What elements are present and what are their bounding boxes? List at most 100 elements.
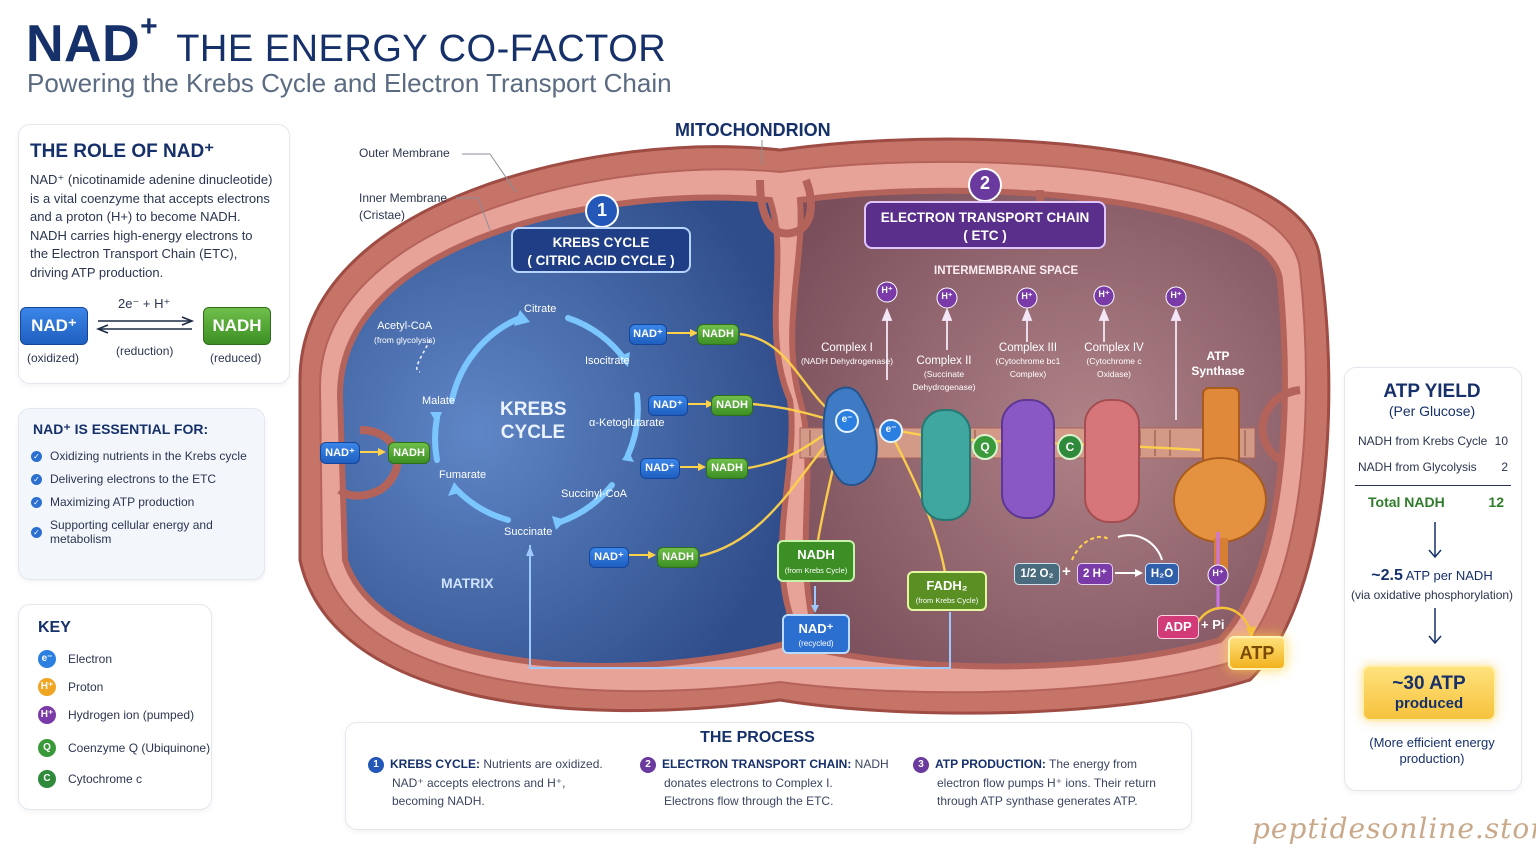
- per-nadh-sub: (via oxidative phosphorylation): [1350, 588, 1514, 602]
- complex-iii-label: Complex III(Cytochrome bc1 Complex): [995, 342, 1061, 379]
- metabolite-malate: Malate: [422, 395, 456, 407]
- check-icon: ✓: [31, 473, 42, 485]
- complex-iii: [1001, 399, 1055, 519]
- fadh2-box: FADH₂(from Krebs Cycle): [907, 571, 987, 611]
- check-icon: ✓: [31, 526, 42, 538]
- cytochrome-c-marker: [1057, 434, 1083, 460]
- page-subtitle: Powering the Krebs Cycle and Electron Tr…: [27, 68, 672, 98]
- protons-badge: 2 H⁺: [1077, 563, 1113, 585]
- intermembrane-label: INTERMEMBRANE SPACE: [934, 265, 1079, 277]
- complex-i-label: Complex I(NADH Dehydrogenase): [800, 342, 894, 366]
- down-arrow-icon: [1428, 608, 1442, 645]
- equilibrium-arrows-icon: [96, 316, 195, 334]
- complex-ii-label: Complex II(Succinate Dehydrogenase): [912, 355, 976, 392]
- essential-item: ✓Supporting cellular energy and metaboli…: [31, 518, 263, 546]
- per-nadh-label: ~2.5 ATP per NADH: [1371, 567, 1493, 584]
- krebs-title-box: KREBS CYCLE( CITRIC ACID CYCLE ): [511, 227, 691, 273]
- electron-icon: e⁻: [885, 424, 897, 435]
- adp-badge: ADP: [1157, 615, 1199, 639]
- phosphate-label: + Pi: [1201, 617, 1225, 632]
- step-2-icon: 2: [640, 757, 656, 773]
- cytochrome-c-icon: C: [38, 770, 56, 788]
- coenzyme-q-marker: [972, 434, 998, 460]
- hydrogen-ion-icon: H⁺: [941, 291, 953, 301]
- essential-panel: [18, 408, 265, 580]
- plus-sign: +: [1062, 563, 1071, 580]
- proton-icon: H⁺: [38, 678, 56, 696]
- nad-badge: NAD⁺: [640, 458, 680, 479]
- reaction-below: (reduction): [116, 344, 174, 358]
- check-icon: ✓: [31, 450, 42, 462]
- nadh-badge: NADH: [706, 458, 748, 479]
- metabolite-fumarate: Fumarate: [439, 469, 487, 481]
- etc-step-number: 2: [979, 173, 990, 193]
- nadh-badge: NADH: [388, 442, 430, 464]
- hydrogen-ion-icon: H⁺: [38, 706, 56, 724]
- oxygen-badge: 1/2 O₂: [1014, 563, 1060, 585]
- reaction-left-caption: (oxidized): [27, 351, 80, 365]
- nad-badge: NAD⁺: [629, 324, 667, 345]
- metabolite-succinyl-coa: Succinyl-CoA: [561, 488, 628, 500]
- key-item-proton: H⁺Proton: [38, 678, 103, 696]
- essential-item: ✓Oxidizing nutrients in the Krebs cycle: [31, 449, 263, 463]
- nad-recycled-box: NAD⁺(recycled): [782, 614, 850, 654]
- reaction-nad-badge: NAD⁺: [20, 307, 88, 345]
- krebs-step-number: 1: [596, 200, 607, 220]
- reaction-nadh-badge: NADH: [203, 307, 271, 345]
- metabolite-alpha-ketoglutarate: α-Ketoglutarate: [589, 417, 665, 429]
- cytochrome-c-icon: C: [1065, 440, 1075, 454]
- yield-divider: [1355, 485, 1511, 486]
- outer-membrane-label: Outer Membrane: [359, 146, 450, 160]
- acetyl-coa-label: Acetyl-CoA(from glycolysis): [374, 320, 436, 345]
- nadh-badge: NADH: [657, 547, 699, 568]
- hydrogen-ion-icon: H⁺: [881, 285, 893, 295]
- process-panel: [345, 722, 1192, 830]
- atp-yield-subtitle: (Per Glucose): [1388, 403, 1476, 419]
- step-3-icon: 3: [913, 757, 929, 773]
- metabolite-citrate: Citrate: [524, 303, 557, 315]
- hydrogen-ion-icon: H⁺: [1098, 289, 1110, 299]
- step-1-icon: 1: [368, 757, 384, 773]
- hydrogen-ion-icon: H⁺: [1212, 568, 1224, 578]
- process-title: THE PROCESS: [700, 729, 815, 746]
- nadh-from-krebs-box: NADH(from Krebs Cycle): [777, 540, 855, 582]
- complex-i: [822, 386, 878, 486]
- check-icon: ✓: [31, 496, 42, 508]
- metabolite-succinate: Succinate: [504, 526, 553, 538]
- page-title: NAD+THE ENERGY CO-FACTOR: [26, 10, 667, 73]
- nadh-badge: NADH: [697, 324, 739, 345]
- complex-iv-label: Complex IV(Cytochrome c Oxidase): [1084, 342, 1144, 379]
- reaction-right-caption: (reduced): [210, 351, 262, 365]
- down-arrow-icon: [1428, 522, 1442, 559]
- hydrogen-ion-icon: H⁺: [1170, 290, 1182, 300]
- essential-item: ✓Maximizing ATP production: [31, 495, 263, 509]
- key-item-hydrogen-ion: H⁺Hydrogen ion (pumped): [38, 706, 194, 724]
- role-description: NAD⁺ (nicotinamide adenine dinucleotide)…: [30, 172, 273, 280]
- atp-badge: ATP: [1228, 636, 1286, 670]
- nad-badge: NAD⁺: [648, 395, 688, 416]
- atp-yield-title: ATP YIELD: [1383, 381, 1481, 402]
- coenzyme-q-icon: Q: [38, 739, 56, 757]
- key-title: KEY: [38, 619, 71, 636]
- inner-membrane-label: Inner Membrane(Cristae): [359, 191, 448, 222]
- metabolite-isocitrate: Isocitrate: [585, 355, 630, 367]
- key-item-electron: e⁻Electron: [38, 650, 112, 668]
- essential-list: ✓Oxidizing nutrients in the Krebs cycle …: [31, 440, 263, 555]
- nad-badge: NAD⁺: [589, 547, 629, 568]
- water-badge: H₂O: [1145, 563, 1179, 585]
- complex-ii: [921, 409, 971, 521]
- essential-title: NAD⁺ IS ESSENTIAL FOR:: [33, 421, 209, 437]
